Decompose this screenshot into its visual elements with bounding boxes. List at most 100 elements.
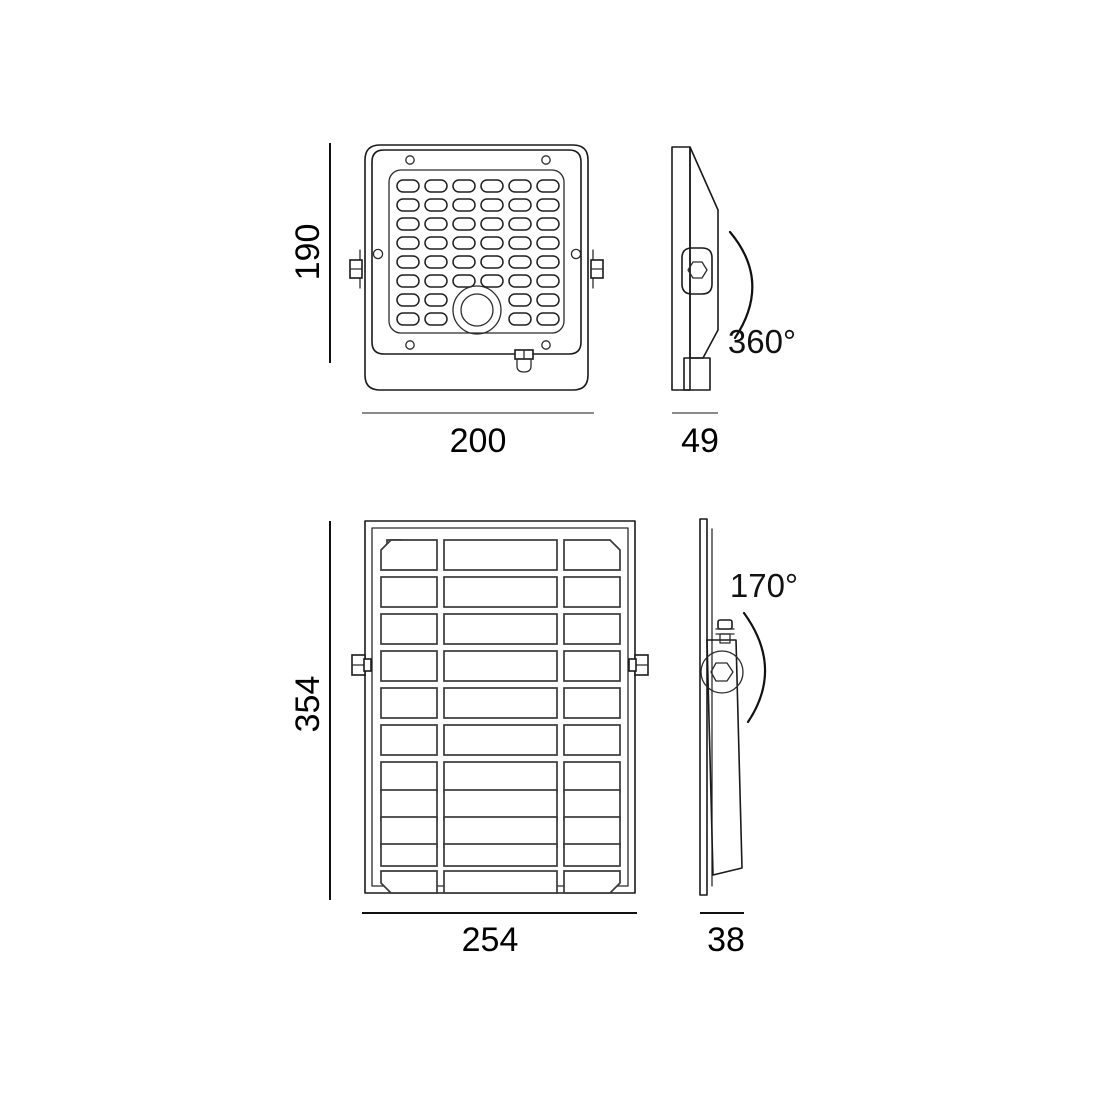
solar-cell [563, 576, 621, 608]
led-cell [480, 274, 504, 288]
solar-cell [563, 761, 621, 793]
led-cell [424, 179, 448, 193]
led-cell [452, 217, 476, 231]
pivot-hole-left [372, 248, 384, 260]
led-cell [536, 255, 560, 269]
panel-pivot-joint [700, 650, 744, 694]
led-cell [396, 217, 420, 231]
led-cell [396, 255, 420, 269]
led-cell [424, 312, 448, 326]
floodlight-side-body-profile [689, 146, 719, 359]
cable-gland [514, 349, 534, 373]
led-cell [508, 179, 532, 193]
view-floodlight-front [329, 143, 604, 414]
panel-support-leg [706, 639, 743, 876]
led-cell [452, 236, 476, 250]
dim-label-height-354: 354 [289, 676, 327, 733]
led-cell [536, 198, 560, 212]
led-cell [480, 179, 504, 193]
solar-cell [380, 687, 438, 719]
view-solar-panel-side [699, 518, 767, 914]
solar-cell [563, 843, 621, 867]
dim-label-depth-38: 38 [707, 921, 745, 959]
led-grid [396, 179, 560, 326]
rotation-arc-360 [728, 230, 754, 340]
solar-cell [443, 761, 558, 793]
led-cell [508, 312, 532, 326]
led-cell [508, 198, 532, 212]
dim-label-depth-49: 49 [681, 422, 719, 460]
led-cell [424, 217, 448, 231]
solar-cell [380, 843, 438, 867]
panel-mount-tab-right [628, 654, 649, 676]
led-cell [508, 274, 532, 288]
pivot-hole-right [570, 248, 582, 260]
led-cell [396, 236, 420, 250]
led-cell [508, 236, 532, 250]
led-cell [480, 217, 504, 231]
led-cell [452, 198, 476, 212]
solar-cell [380, 724, 438, 756]
floodlight-side-rear-plate [671, 146, 691, 391]
led-cell [452, 179, 476, 193]
solar-cell [443, 843, 558, 867]
solar-cell-chamfer-tr [563, 539, 621, 571]
led-cell [508, 293, 532, 307]
solar-cell [443, 870, 558, 894]
led-cell [536, 217, 560, 231]
led-cell [424, 274, 448, 288]
solar-cell [443, 687, 558, 719]
led-cell [424, 255, 448, 269]
led-cell [536, 293, 560, 307]
solar-cell [563, 613, 621, 645]
led-cell [536, 274, 560, 288]
floodlight-bezel-outline [371, 149, 582, 355]
solar-cell [563, 816, 621, 848]
led-cell [452, 255, 476, 269]
screw-hole-bottom-right [541, 340, 551, 350]
screw-hole-top-right [541, 155, 551, 165]
screw-hole-bottom-left [405, 340, 415, 350]
dim-label-width-254: 254 [462, 921, 519, 959]
led-cell [396, 274, 420, 288]
solar-cell [380, 761, 438, 793]
led-cell [480, 255, 504, 269]
led-cell [396, 312, 420, 326]
solar-cell [380, 613, 438, 645]
led-cell [396, 293, 420, 307]
solar-cell [380, 576, 438, 608]
floodlight-housing-outline [364, 144, 589, 391]
solar-cell [563, 789, 621, 821]
screw-hole-top-left [405, 155, 415, 165]
view-solar-panel-front [0, 0, 649, 914]
floodlight-side-lower-plate [683, 357, 711, 391]
led-cell [396, 198, 420, 212]
dim-label-height-190: 190 [289, 224, 327, 281]
led-cell [396, 179, 420, 193]
solar-cell [563, 724, 621, 756]
pir-sensor-outer-ring [452, 285, 502, 335]
led-cell [480, 198, 504, 212]
pir-sensor-inner-ring [460, 293, 494, 327]
solar-cell-grid [0, 0, 621, 894]
solar-cell [380, 789, 438, 821]
solar-cell [443, 539, 558, 571]
tilt-arc-170 [742, 611, 767, 724]
led-cell [508, 217, 532, 231]
solar-cell [563, 687, 621, 719]
led-panel-frame [388, 169, 565, 334]
solar-cell [563, 650, 621, 682]
led-cell [480, 236, 504, 250]
dim-label-width-200: 200 [450, 422, 507, 460]
led-cell [452, 274, 476, 288]
solar-cell [443, 724, 558, 756]
led-cell [536, 312, 560, 326]
led-cell [536, 236, 560, 250]
solar-cell [380, 650, 438, 682]
angle-label-170: 170° [730, 567, 798, 604]
solar-cell-chamfer-br [563, 870, 621, 894]
led-cell [424, 236, 448, 250]
panel-side-edge [699, 518, 708, 896]
